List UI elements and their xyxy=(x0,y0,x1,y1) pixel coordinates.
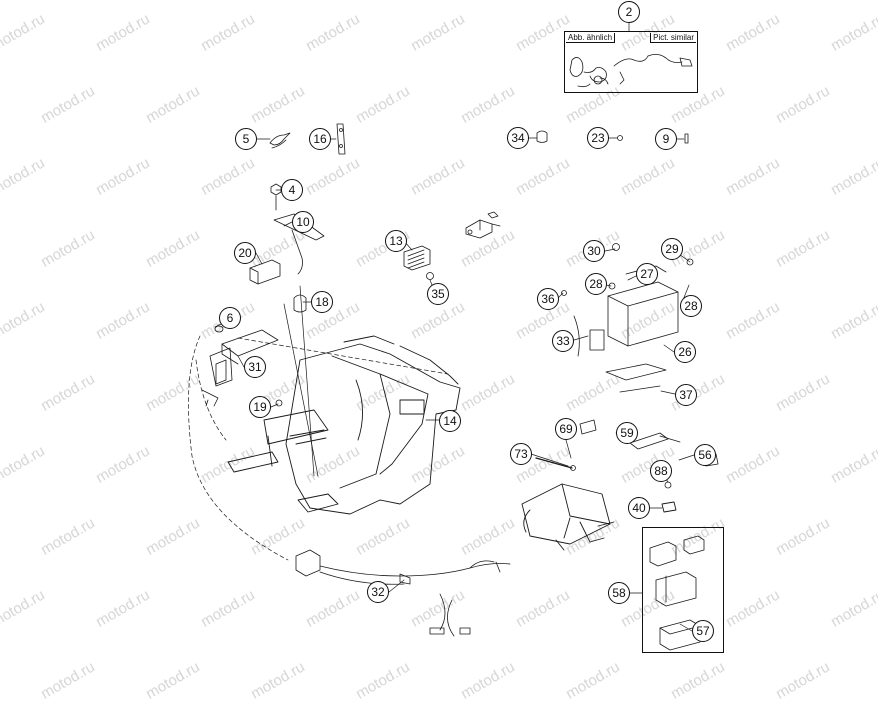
callout-18[interactable]: 18 xyxy=(311,291,333,313)
callout-4[interactable]: 4 xyxy=(281,179,303,201)
callout-40[interactable]: 40 xyxy=(628,497,650,519)
callout-88[interactable]: 88 xyxy=(650,460,672,482)
watermark-text: motod.ru xyxy=(458,658,518,702)
callout-37[interactable]: 37 xyxy=(675,384,697,406)
callout-59[interactable]: 59 xyxy=(616,422,638,444)
callout-6[interactable]: 6 xyxy=(219,307,241,329)
watermark-text: motod.ru xyxy=(38,658,98,702)
fuse-block xyxy=(404,246,434,280)
callout-27[interactable]: 27 xyxy=(636,263,658,285)
battery-box xyxy=(562,244,694,393)
battery-holder xyxy=(202,330,278,406)
callout-26[interactable]: 26 xyxy=(674,341,696,363)
callout-29[interactable]: 29 xyxy=(661,238,683,260)
leader-lines xyxy=(215,23,694,631)
line-art xyxy=(0,0,878,659)
connector-block xyxy=(466,212,500,238)
callout-58[interactable]: 58 xyxy=(608,582,630,604)
wiring-harness xyxy=(296,550,510,636)
callout-30[interactable]: 30 xyxy=(583,240,605,262)
callout-16[interactable]: 16 xyxy=(309,128,331,150)
pict-similar-box: Abb. ähnlich Pict. similar xyxy=(564,31,698,93)
watermark-text: motod.ru xyxy=(143,658,203,702)
callout-69[interactable]: 69 xyxy=(555,418,577,440)
callout-14[interactable]: 14 xyxy=(439,410,461,432)
watermark-text: motod.ru xyxy=(563,658,623,702)
callout-33[interactable]: 33 xyxy=(552,330,574,352)
watermark-text: motod.ru xyxy=(353,658,413,702)
callout-10[interactable]: 10 xyxy=(292,211,314,233)
abb-aehnlich-label: Abb. ähnlich xyxy=(566,33,615,43)
callout-73[interactable]: 73 xyxy=(510,443,532,465)
pict-similar-label: Pict. similar xyxy=(650,33,696,43)
callout-19[interactable]: 19 xyxy=(249,396,271,418)
clip-19 xyxy=(276,400,282,406)
callout-57[interactable]: 57 xyxy=(692,620,714,642)
watermark-text: motod.ru xyxy=(248,658,308,702)
callout-28-left[interactable]: 28 xyxy=(585,273,607,295)
callout-56[interactable]: 56 xyxy=(694,444,716,466)
callout-35[interactable]: 35 xyxy=(427,283,449,305)
watermark-text: motod.ru xyxy=(668,658,728,702)
callout-32[interactable]: 32 xyxy=(367,581,389,603)
callout-20[interactable]: 20 xyxy=(234,242,256,264)
callout-28-right[interactable]: 28 xyxy=(680,295,702,317)
callout-31[interactable]: 31 xyxy=(244,356,266,378)
callout-5[interactable]: 5 xyxy=(235,128,257,150)
callout-2[interactable]: 2 xyxy=(618,1,640,23)
callout-23[interactable]: 23 xyxy=(587,127,609,149)
cable-routing-dashed xyxy=(188,336,448,560)
watermark-text: motod.ru xyxy=(773,658,833,702)
callout-9[interactable]: 9 xyxy=(655,128,677,150)
callout-34[interactable]: 34 xyxy=(507,127,529,149)
callout-13[interactable]: 13 xyxy=(385,230,407,252)
callout-36[interactable]: 36 xyxy=(537,288,559,310)
